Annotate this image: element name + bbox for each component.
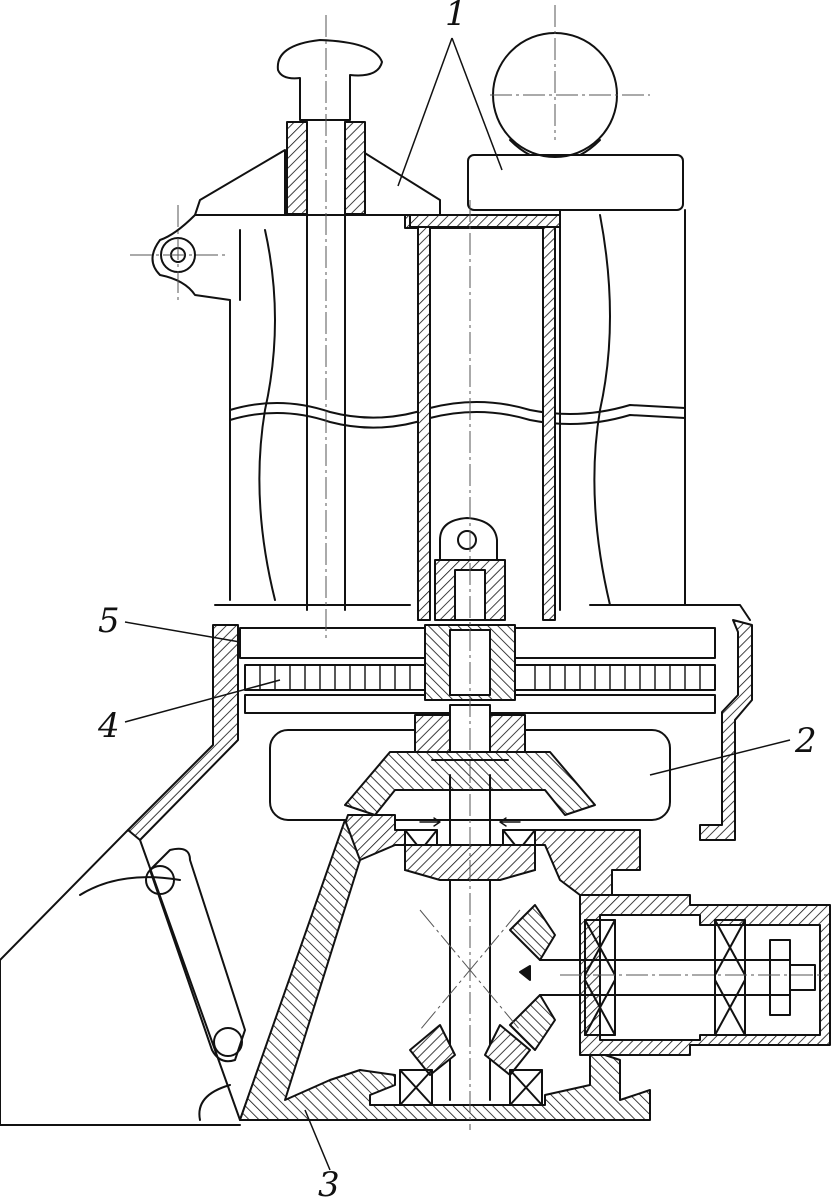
- callout-4: 4: [97, 706, 120, 746]
- right-ball-column: [467, 32, 686, 611]
- callout-labels: 1 5 4 2 3: [97, 0, 817, 1201]
- pedal-linkage: [0, 829, 246, 1126]
- left-housing-wall: [127, 624, 239, 841]
- centerlines: [130, 5, 828, 1130]
- leader-lines: [124, 37, 791, 1171]
- center-column: [404, 214, 561, 621]
- lower-gearbox: [239, 814, 831, 1121]
- left-lever-column: [151, 39, 441, 611]
- callout-3: 3: [318, 1165, 340, 1201]
- callout-2: 2: [794, 721, 817, 761]
- right-housing-wall: [699, 619, 753, 841]
- callout-1: 1: [445, 0, 467, 34]
- callout-5: 5: [98, 601, 120, 641]
